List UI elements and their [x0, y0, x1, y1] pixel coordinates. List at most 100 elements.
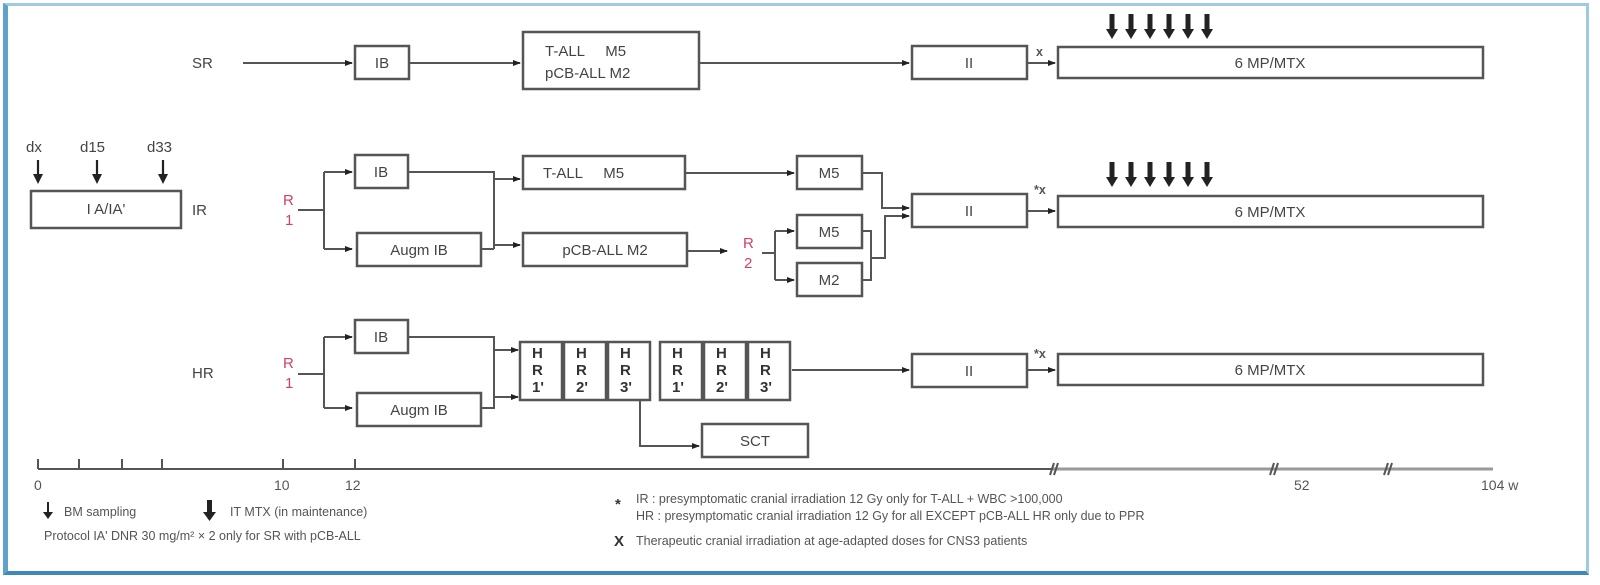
it-mtx-arrow-icon: [1163, 14, 1175, 39]
bm-sampling-arrow-icon: [92, 160, 102, 184]
ir-r2-number: 2: [744, 255, 752, 272]
it-mtx-arrow-icon: [1125, 14, 1137, 39]
hr-block-text: R: [716, 362, 727, 379]
hr-ii-box: II: [910, 352, 1029, 389]
induction-label: I A/IA': [87, 201, 126, 218]
hr-r1-number: 1: [285, 375, 293, 392]
hr-merge: [408, 336, 495, 409]
sr-it-mtx-arrows: [1106, 14, 1213, 39]
hr-sct-label: SCT: [740, 433, 770, 450]
tick-label-104w: 104 w: [1481, 477, 1519, 493]
hr-r1-letter: R: [283, 355, 294, 372]
legend-x-symbol: X: [614, 533, 624, 550]
hr-block: HR2': [702, 340, 748, 402]
legend-star-symbol: *: [615, 496, 621, 513]
hr-block: HR1': [518, 340, 564, 402]
ir-merge: [408, 171, 495, 250]
hr-label: HR: [192, 365, 214, 382]
axis-ticks: [37, 459, 356, 469]
bm-sampling-arrow-icon: [158, 160, 168, 184]
ir-m2-label: M2: [819, 272, 840, 289]
hr-block-text: R: [532, 362, 543, 379]
hr-maintenance-box: 6 MP/MTX: [1056, 352, 1485, 387]
ir-m5b-label: M5: [819, 224, 840, 241]
ir-r2-letter: R: [743, 235, 754, 252]
tick-label-12: 12: [345, 477, 361, 493]
ir-augm-ib-label: Augm IB: [390, 242, 448, 259]
ir-tall-label: T-ALL M5: [543, 165, 624, 182]
sr-m-box: T-ALL M5 pCB-ALL M2: [521, 30, 701, 91]
legend-protocol-note: Protocol IA' DNR 30 mg/m² × 2 only for S…: [44, 529, 361, 543]
ir-it-mtx-arrows: [1106, 162, 1213, 187]
ir-arm: IR R 1 IB Augm IB T-ALL M5 pCB-ALL M2 M5: [192, 153, 1485, 298]
legend-bm-arrow-icon: [43, 502, 53, 519]
ir-m5a-box: M5: [795, 154, 864, 191]
it-mtx-arrow-icon: [1144, 162, 1156, 187]
sr-m-line2: pCB-ALL M2: [545, 65, 630, 82]
ir-m5a-to-ii: [862, 172, 910, 211]
hr-irradiation-marker: *x: [1034, 347, 1046, 361]
hr-block-text: H: [576, 345, 587, 362]
hr-block-text: R: [760, 362, 771, 379]
day-label-d15: d15: [80, 139, 105, 156]
axis-break-1: [1049, 462, 1059, 476]
hr-block-text: 1': [532, 379, 544, 396]
ir-r2-branch: [762, 231, 776, 280]
legend-it-mtx: IT MTX (in maintenance): [230, 505, 367, 519]
legend: BM sampling IT MTX (in maintenance) Prot…: [43, 492, 1145, 550]
bm-sampling-arrows: [33, 160, 168, 184]
sr-m-line1: T-ALL M5: [545, 43, 626, 60]
it-mtx-arrow-icon: [1125, 162, 1137, 187]
induction: dx d15 d33 I A/IA': [26, 139, 183, 230]
sr-irradiation-marker: x: [1036, 45, 1043, 59]
it-mtx-arrow-icon: [1144, 14, 1156, 39]
day-label-d33: d33: [147, 139, 172, 156]
it-mtx-arrow-icon: [1106, 14, 1118, 39]
hr-block-text: H: [532, 345, 543, 362]
sr-arm: SR IB T-ALL M5 pCB-ALL M2 II x 6 MP/MTX: [192, 14, 1485, 91]
figure-frame: [3, 3, 1589, 575]
ir-ii-label: II: [965, 203, 973, 220]
hr-r1-branch: [298, 337, 325, 408]
hr-block-text: 1': [672, 379, 684, 396]
hr-block-text: 2': [576, 379, 588, 396]
legend-bm-sampling: BM sampling: [64, 505, 136, 519]
hr-block-text: H: [760, 345, 771, 362]
ir-ib-label: IB: [374, 164, 388, 181]
hr-arrow-to-sct: [639, 400, 700, 449]
axis-break-2: [1269, 462, 1279, 476]
hr-block-text: H: [620, 345, 631, 362]
sr-maintenance-box: 6 MP/MTX: [1056, 45, 1485, 80]
ir-label: IR: [192, 202, 207, 219]
ir-augm-ib-box: Augm IB: [355, 231, 483, 268]
ir-m5a-label: M5: [819, 165, 840, 182]
sr-ii-label: II: [965, 55, 973, 72]
hr-block-text: H: [672, 345, 683, 362]
day-label-dx: dx: [26, 139, 42, 156]
hr-block-text: R: [576, 362, 587, 379]
timeline-axis: 0 10 12 52 104 w: [34, 459, 1519, 493]
hr-block-text: R: [620, 362, 631, 379]
ir-pcb-box: pCB-ALL M2: [521, 231, 689, 268]
legend-x-note: Therapeutic cranial irradiation at age-a…: [636, 534, 1027, 548]
tick-label-0: 0: [34, 477, 42, 493]
axis-break-3: [1383, 462, 1393, 476]
hr-ib-label: IB: [374, 329, 388, 346]
ir-pcb-label: pCB-ALL M2: [562, 242, 647, 259]
tick-label-52: 52: [1294, 477, 1310, 493]
hr-block: HR3': [606, 340, 652, 402]
legend-star-ir: IR : presymptomatic cranial irradiation …: [636, 492, 1063, 506]
hr-block-text: H: [716, 345, 727, 362]
it-mtx-arrow-icon: [1201, 14, 1213, 39]
hr-block-text: R: [672, 362, 683, 379]
sr-label: SR: [192, 55, 213, 72]
tick-label-10: 10: [274, 477, 290, 493]
it-mtx-arrow-icon: [1163, 162, 1175, 187]
ir-m5b-box: M5: [795, 213, 864, 250]
hr-block-text: 2': [716, 379, 728, 396]
hr-block: HR2': [562, 340, 608, 402]
sr-ib-box: IB: [353, 44, 411, 81]
hr-augm-ib-box: Augm IB: [355, 391, 483, 428]
ir-ii-box: II: [910, 192, 1029, 229]
sr-ib-label: IB: [375, 55, 389, 72]
